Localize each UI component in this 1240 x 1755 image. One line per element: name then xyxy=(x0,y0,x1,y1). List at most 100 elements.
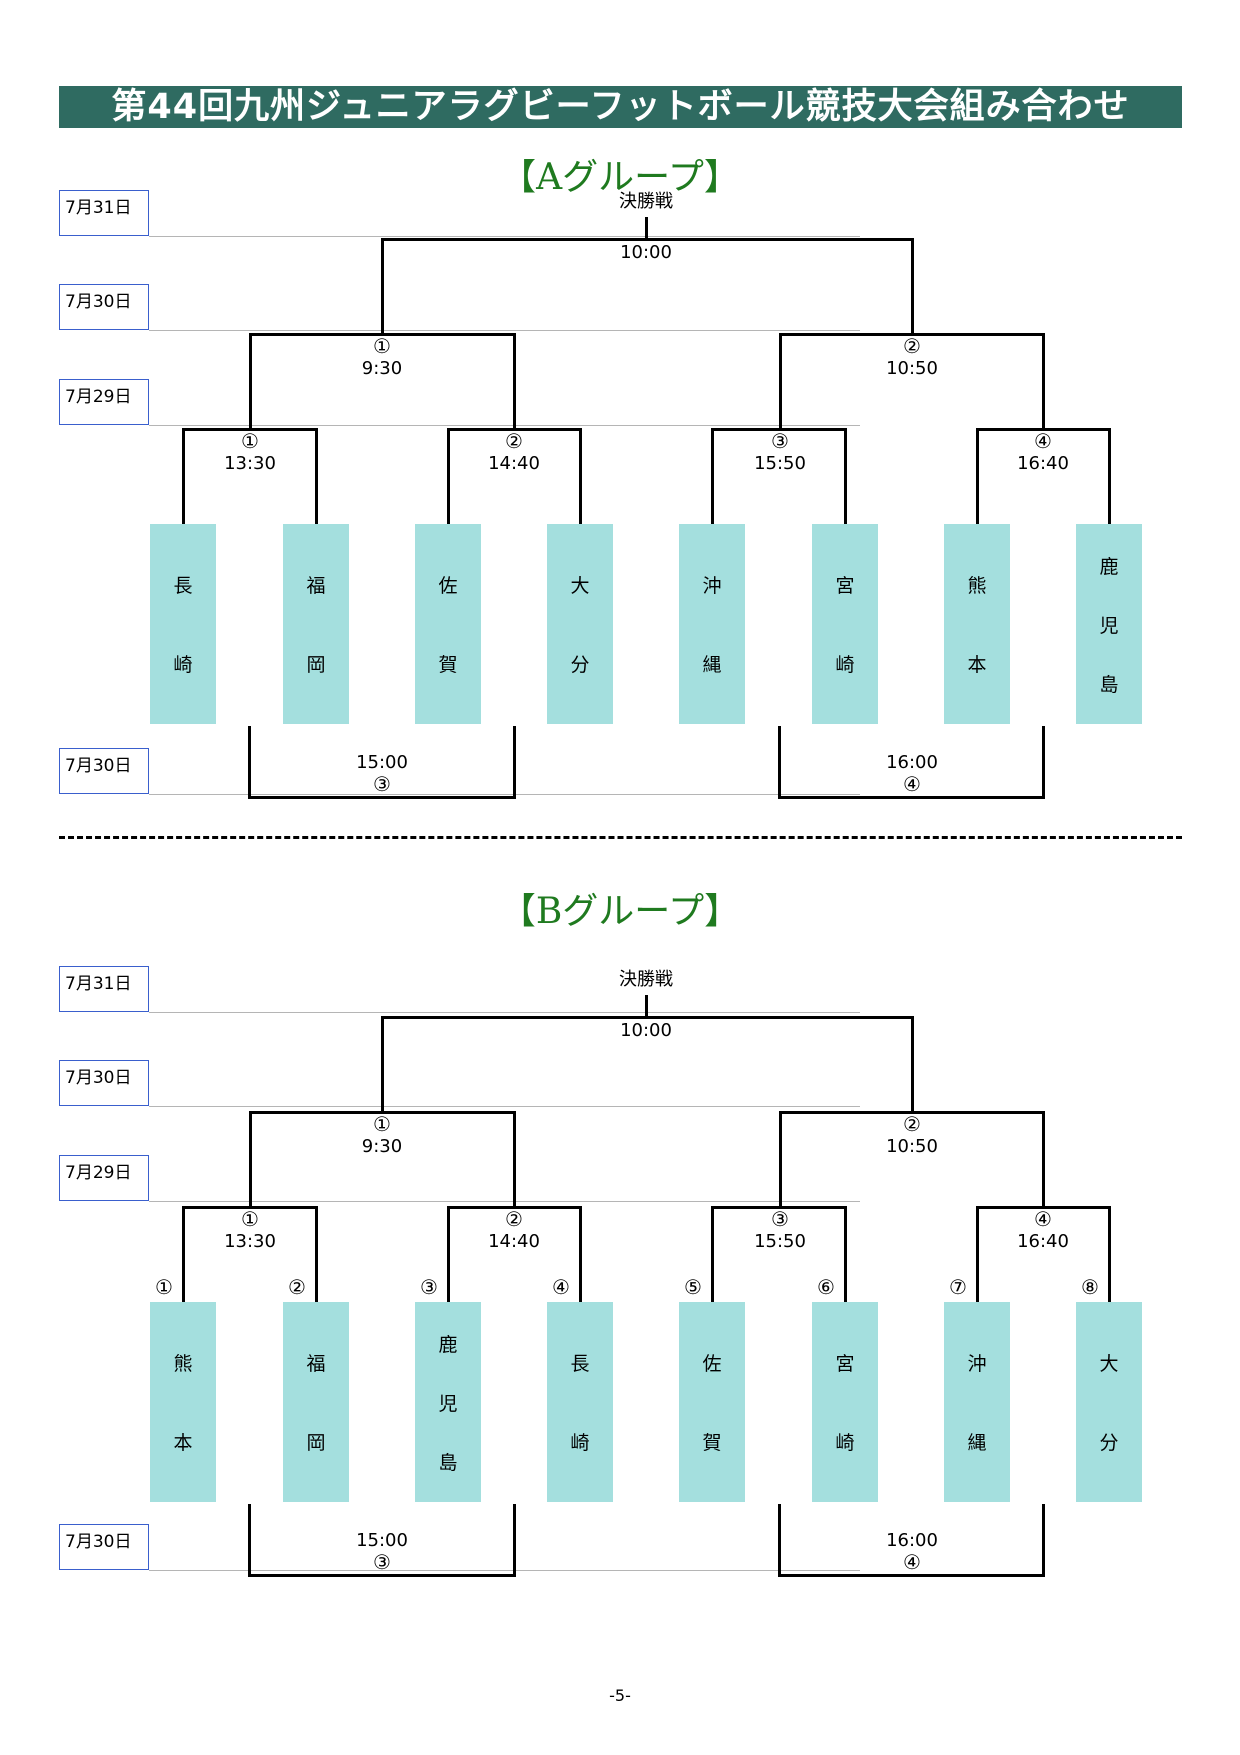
semi-left-drop xyxy=(249,1111,252,1206)
semi-number: ② xyxy=(903,334,921,358)
round-number: ① xyxy=(241,1207,259,1231)
semi-bar xyxy=(249,1111,516,1114)
date-semi: 7月30日 xyxy=(59,1060,149,1106)
round-time: 15:50 xyxy=(754,453,806,474)
final-right-drop xyxy=(911,1016,914,1111)
team-box: 大分 xyxy=(1076,1302,1142,1502)
semi-bar xyxy=(779,333,1045,336)
team-name-char: 賀 xyxy=(438,654,458,676)
placement-right xyxy=(513,726,516,796)
final-time: 10:00 xyxy=(620,1020,672,1041)
team-box: 宮崎 xyxy=(812,524,878,724)
date-semi-rule xyxy=(149,1106,860,1107)
group-divider xyxy=(59,836,1182,839)
placement-left xyxy=(248,1504,251,1574)
team-name-char: 崎 xyxy=(570,1432,590,1454)
date-placement-rule xyxy=(149,1570,860,1571)
team-box: 熊本 xyxy=(944,524,1010,724)
final-stem xyxy=(645,995,648,1016)
final-stem xyxy=(645,217,648,238)
date-first-rule xyxy=(149,425,860,426)
round-time: 16:40 xyxy=(1017,1231,1069,1252)
placement-bar xyxy=(248,1574,516,1577)
round-left-drop xyxy=(447,428,450,524)
round-time: 16:40 xyxy=(1017,453,1069,474)
semi-right-drop xyxy=(1042,333,1045,428)
semi-left-drop xyxy=(779,333,782,428)
semi-number: ① xyxy=(373,1112,391,1136)
round-bar xyxy=(976,1206,1111,1209)
team-name-char: 島 xyxy=(438,1451,458,1474)
round-left-drop xyxy=(976,428,979,524)
team-box: 沖縄 xyxy=(944,1302,1010,1502)
semi-right-drop xyxy=(1042,1111,1045,1206)
team-name-char: 分 xyxy=(1099,1432,1119,1454)
team-name-char: 本 xyxy=(967,654,987,676)
team-name-char: 児 xyxy=(438,1392,458,1415)
team-seed-number: ⑦ xyxy=(949,1275,967,1299)
team-name-char: 崎 xyxy=(173,654,193,676)
round-number: ② xyxy=(505,1207,523,1231)
semi-number: ② xyxy=(903,1112,921,1136)
team-seed-number: ① xyxy=(155,1275,173,1299)
page-title: 第44回九州ジュニアラグビーフットボール競技大会組み合わせ xyxy=(59,86,1182,128)
round-bar xyxy=(182,1206,318,1209)
team-name-char: 鹿 xyxy=(438,1333,458,1356)
round-time: 13:30 xyxy=(224,453,276,474)
team-box: 福岡 xyxy=(283,1302,349,1502)
team-box: 鹿児島 xyxy=(415,1302,481,1502)
team-name-char: 佐 xyxy=(438,575,458,597)
round-number: ④ xyxy=(1034,1207,1052,1231)
date-placement: 7月30日 xyxy=(59,1524,149,1570)
team-name-char: 宮 xyxy=(835,1353,855,1375)
placement-bar xyxy=(248,796,516,799)
date-final: 7月31日 xyxy=(59,966,149,1012)
team-name-char: 児 xyxy=(1099,614,1119,637)
page-number: -5- xyxy=(609,1686,631,1705)
semi-bar xyxy=(249,333,516,336)
semi-right-drop xyxy=(513,333,516,428)
team-name-char: 長 xyxy=(173,575,193,597)
round-time: 14:40 xyxy=(488,453,540,474)
final-left-drop xyxy=(381,238,384,333)
semi-left-drop xyxy=(249,333,252,428)
date-placement: 7月30日 xyxy=(59,748,149,794)
team-name-char: 沖 xyxy=(967,1353,987,1375)
round-left-drop xyxy=(711,428,714,524)
team-name-char: 宮 xyxy=(835,575,855,597)
team-seed-number: ⑤ xyxy=(684,1275,702,1299)
round-right-drop xyxy=(579,1206,582,1302)
semi-time: 9:30 xyxy=(361,358,403,379)
final-time: 10:00 xyxy=(620,242,672,263)
final-right-drop xyxy=(911,238,914,333)
placement-right xyxy=(1042,726,1045,796)
round-right-drop xyxy=(315,1206,318,1302)
semi-time: 10:50 xyxy=(886,1136,938,1157)
semi-number: ① xyxy=(373,334,391,358)
placement-time: 16:00 xyxy=(886,1530,938,1551)
placement-time: 16:00 xyxy=(886,752,938,773)
team-seed-number: ⑧ xyxy=(1081,1275,1099,1299)
final-bar xyxy=(381,1016,914,1019)
placement-left xyxy=(248,726,251,796)
round-right-drop xyxy=(844,428,847,524)
date-first-rule xyxy=(149,1201,860,1202)
round-right-drop xyxy=(1108,1206,1111,1302)
round-left-drop xyxy=(182,428,185,524)
round-number: ① xyxy=(241,429,259,453)
team-name-char: 崎 xyxy=(835,1432,855,1454)
team-name-char: 熊 xyxy=(967,575,987,597)
group-title: 【Aグループ】 xyxy=(500,157,740,198)
team-box: 宮崎 xyxy=(812,1302,878,1502)
team-box: 福岡 xyxy=(283,524,349,724)
semi-bar xyxy=(779,1111,1045,1114)
date-final-rule xyxy=(149,1012,860,1013)
round-right-drop xyxy=(579,428,582,524)
team-name-char: 福 xyxy=(306,575,326,597)
team-name-char: 島 xyxy=(1099,673,1119,696)
placement-number: ④ xyxy=(903,1550,921,1574)
team-box: 長崎 xyxy=(150,524,216,724)
round-number: ② xyxy=(505,429,523,453)
round-right-drop xyxy=(315,428,318,524)
final-label: 決勝戦 xyxy=(619,969,673,990)
